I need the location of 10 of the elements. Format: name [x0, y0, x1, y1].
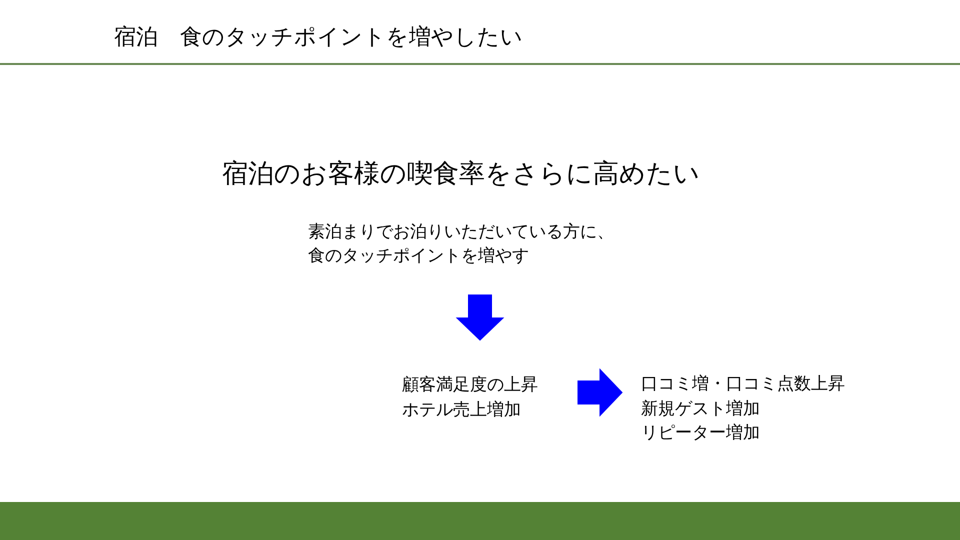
block-arrow [456, 294, 504, 341]
flow-text: 顧客満足度の上昇 [402, 374, 538, 396]
flow-text: 新規ゲスト増加 [641, 398, 760, 420]
flow-text: 口コミ増・口コミ点数上昇 [641, 373, 845, 395]
flow-text: 素泊まりでお泊りいただいている方に、食のタッチポイントを増やす [308, 221, 615, 267]
flow-text: ホテル売上増加 [402, 399, 521, 421]
headline: 宿泊のお客様の喫食率をさらに高めたい [222, 157, 700, 189]
slide-title: 宿泊 食のタッチポイントを増やしたい [114, 23, 523, 51]
block-arrow [578, 368, 623, 417]
flow-text: リピーター増加 [641, 422, 760, 444]
